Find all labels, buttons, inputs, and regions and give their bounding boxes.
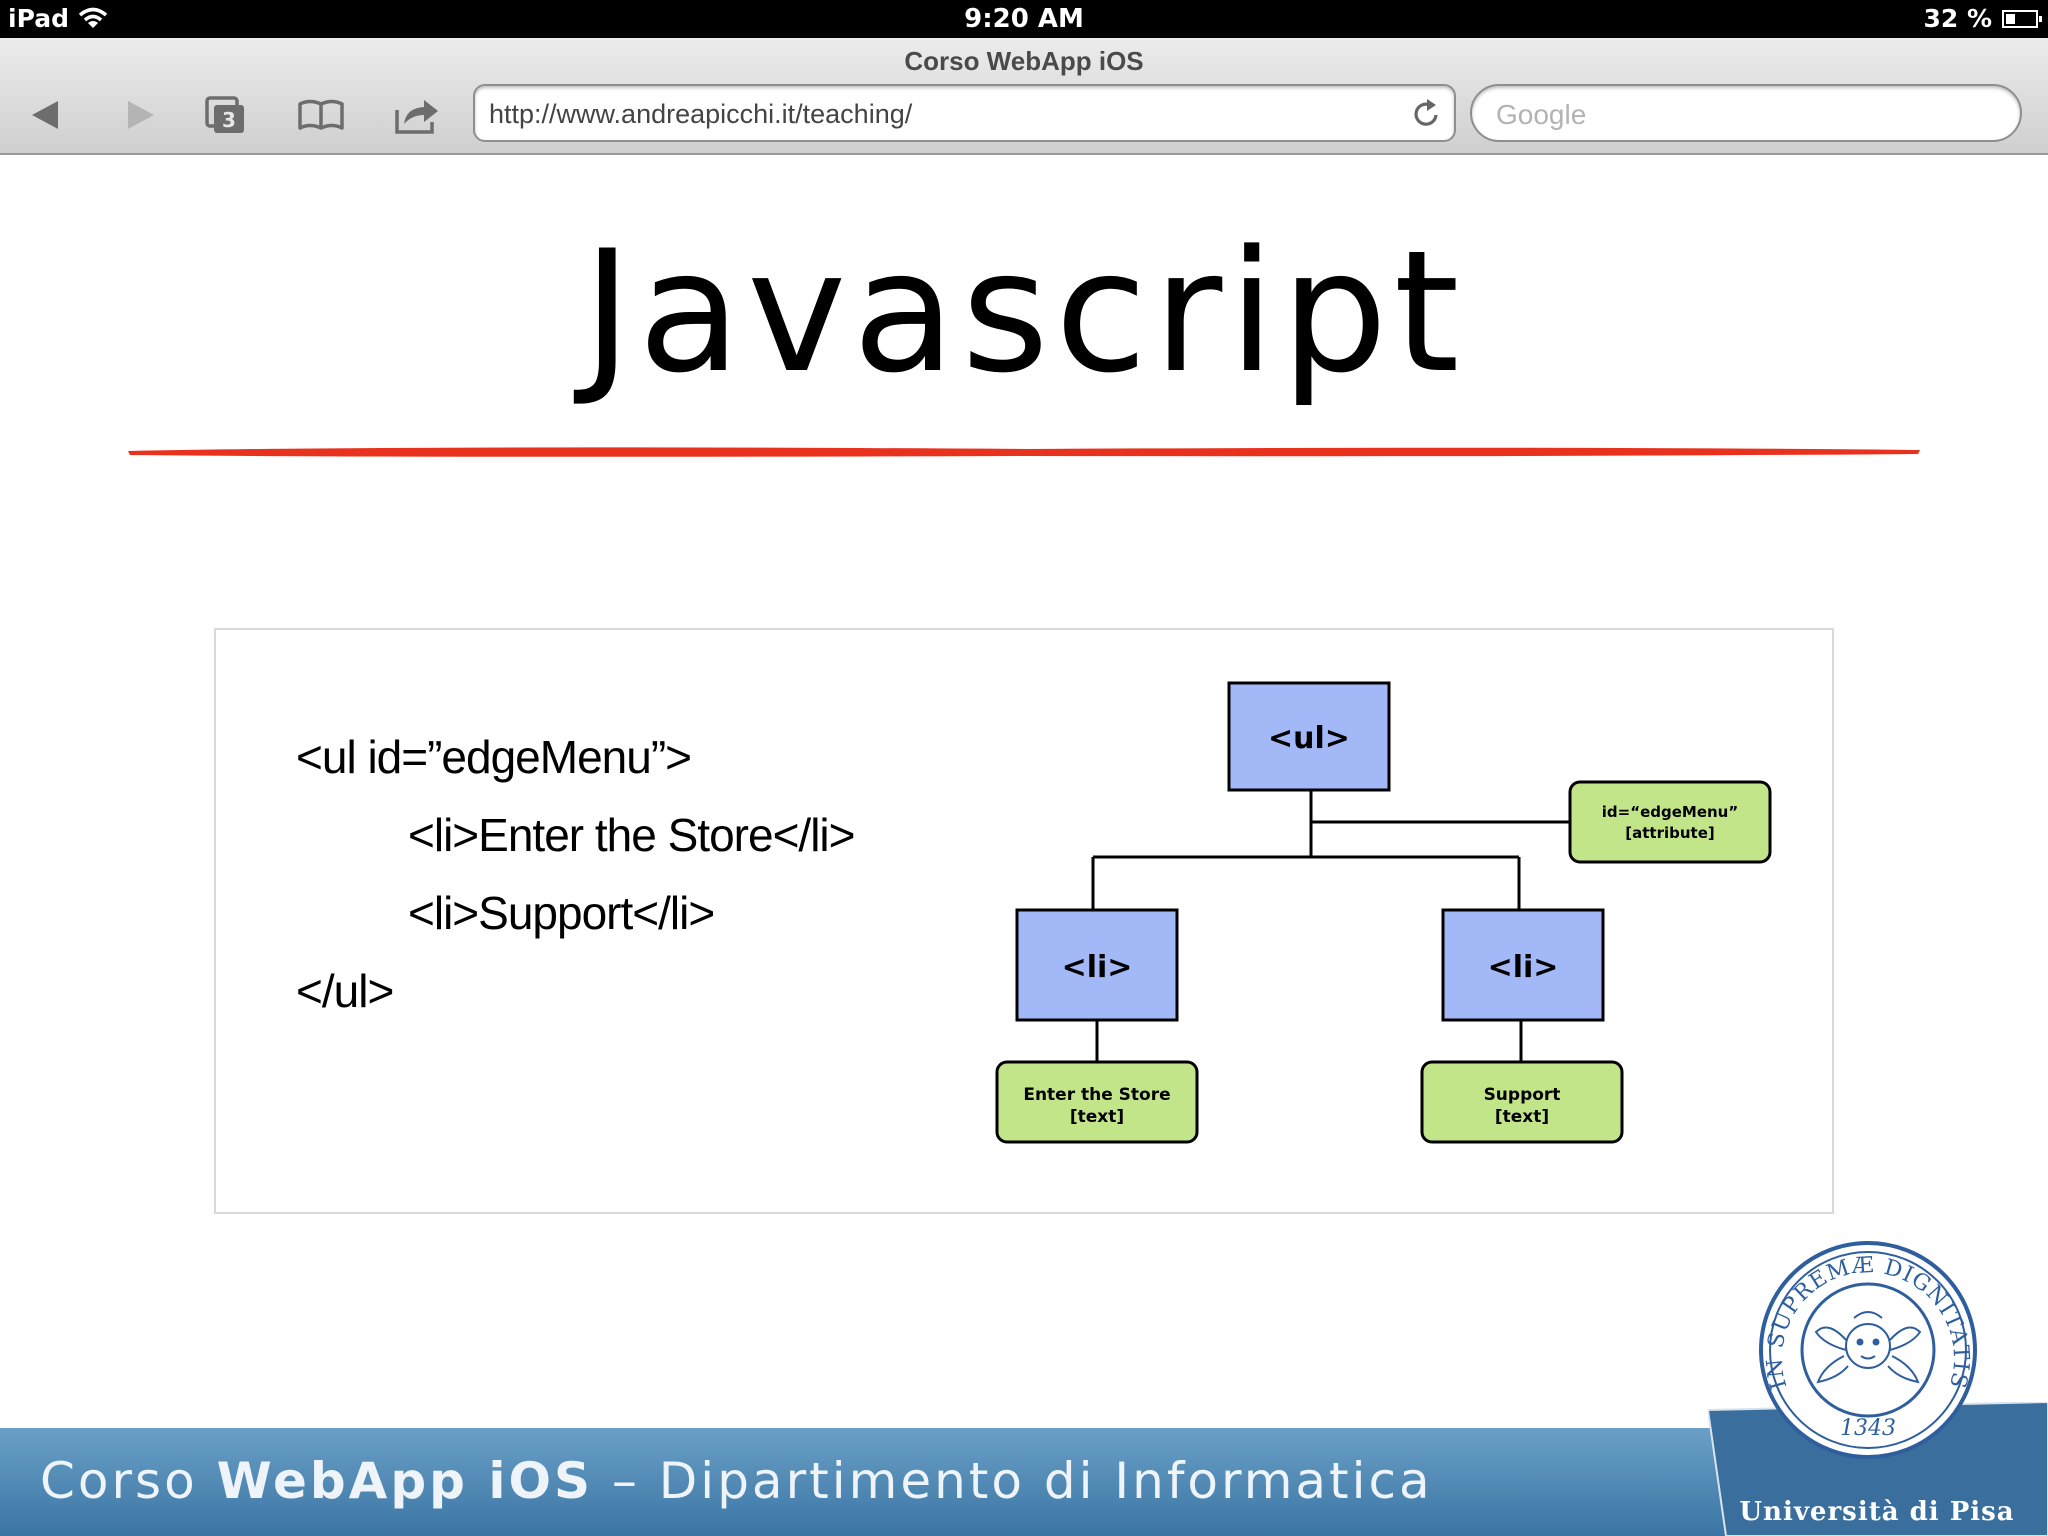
footer-department: – Dipartimento di Informatica [593,1452,1433,1510]
text-node [995,1060,1199,1144]
browser-toolbar: Corso WebApp iOS 3 http://www.andreapicc… [0,38,2048,155]
text-node [1420,1060,1624,1144]
bookmarks-icon[interactable] [296,90,346,140]
footer-caption: Corso WebApp iOS – Dipartimento di Infor… [40,1452,1433,1510]
battery-icon [2002,10,2042,28]
university-seal-icon: IN SUPREMÆ DIGNITATIS 1343 [1759,1241,1977,1459]
dom-figure: <ul id=”edgeMenu”> <li>Enter the Store</… [214,628,1834,1214]
back-icon[interactable] [22,90,72,140]
code-line: <ul id=”edgeMenu”> [296,731,692,783]
title-underline [128,447,1920,457]
wifi-icon [78,7,108,28]
footer-prefix: Corso [40,1452,217,1510]
text-node-line1: Support [1484,1085,1561,1105]
share-icon[interactable] [392,90,442,140]
dom-tree-diagram: <ul> id=“edgeMenu” [attribute] <li> <li>… [995,681,1772,1144]
li-node [1015,908,1179,1022]
code-line: <li>Enter the Store</li> [408,809,856,861]
ul-node-label: <ul> [1268,721,1350,756]
search-input[interactable] [1494,96,1998,134]
device-name: iPad [8,4,69,33]
attribute-node-line2: [attribute] [1625,824,1714,842]
attribute-node-line1: id=“edgeMenu” [1602,803,1738,821]
university-name: Università di Pisa [1739,1497,2015,1527]
slide-title: Javascript [582,214,1466,410]
tree-connectors [1091,790,1570,1062]
ul-node [1227,681,1391,792]
clock: 9:20 AM [964,4,1084,34]
text-node-line2: [text] [1495,1107,1549,1127]
url-text[interactable]: http://www.andreapicchi.it/teaching/ [489,99,913,129]
code-line: </ul> [296,965,394,1017]
li-node [1441,908,1605,1022]
code-line: <li>Support</li> [408,887,715,939]
battery-percentage: 32 % [1923,4,1992,33]
address-bar[interactable]: http://www.andreapicchi.it/teaching/ [473,84,1456,142]
li-node-label: <li> [1062,950,1133,985]
page-title: Corso WebApp iOS [904,46,1144,76]
forward-icon[interactable] [114,90,164,140]
text-node-line2: [text] [1070,1107,1124,1127]
search-bar[interactable] [1470,84,2022,142]
text-node-line1: Enter the Store [1023,1085,1170,1105]
reload-icon[interactable] [1410,98,1442,130]
attribute-node [1568,780,1772,864]
li-node-label: <li> [1488,950,1559,985]
tab-count: 3 [222,108,236,132]
footer-course: WebApp iOS [216,1452,594,1510]
slide-footer: Corso WebApp iOS – Dipartimento di Infor… [0,1428,2048,1536]
seal-year: 1343 [1840,1416,1896,1441]
tabs-icon[interactable]: 3 [200,90,250,140]
status-bar: iPad 9:20 AM 32 % [0,0,2048,38]
